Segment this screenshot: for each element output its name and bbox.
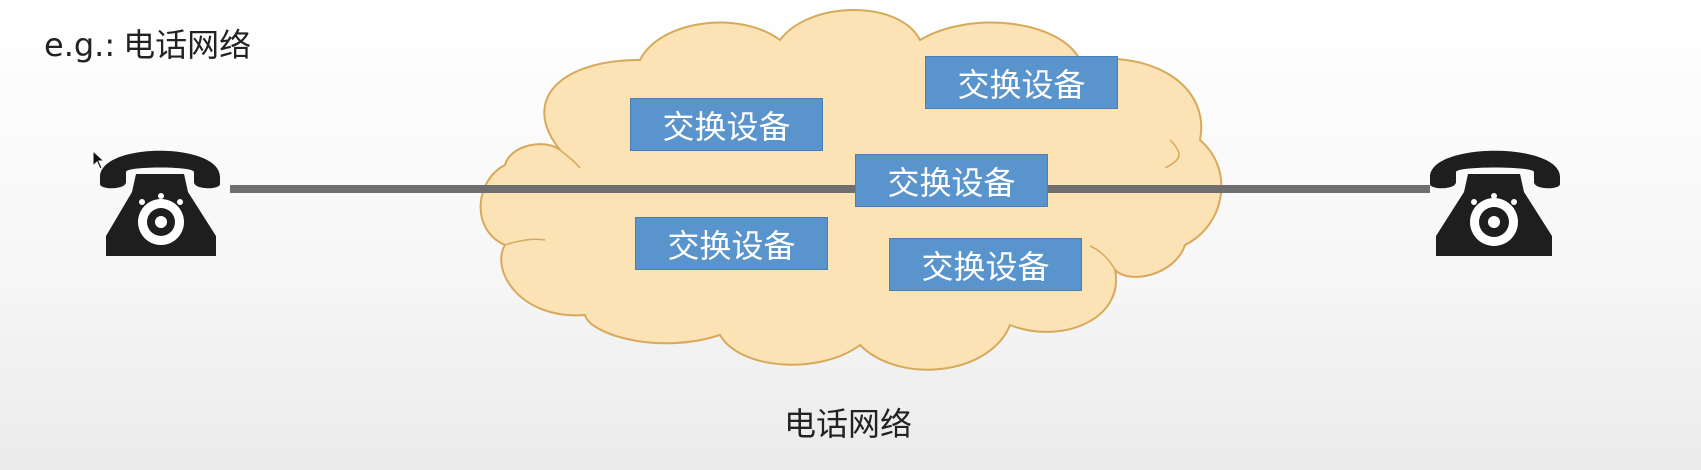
switch-device-box: 交换设备 (630, 98, 823, 151)
switch-device-box: 交换设备 (855, 154, 1048, 207)
switch-device-box: 交换设备 (925, 56, 1118, 109)
switch-device-box: 交换设备 (889, 238, 1082, 291)
telephone-icon (1430, 150, 1560, 256)
page-heading: e.g.:电话网络 (44, 20, 251, 66)
heading-title: 电话网络 (123, 26, 252, 64)
heading-prefix: e.g.: (44, 26, 116, 64)
telephone-icon (100, 150, 220, 256)
switch-device-box: 交换设备 (635, 217, 828, 270)
mouse-cursor-icon (92, 150, 106, 170)
cloud-label: 电话网络 (784, 405, 913, 443)
